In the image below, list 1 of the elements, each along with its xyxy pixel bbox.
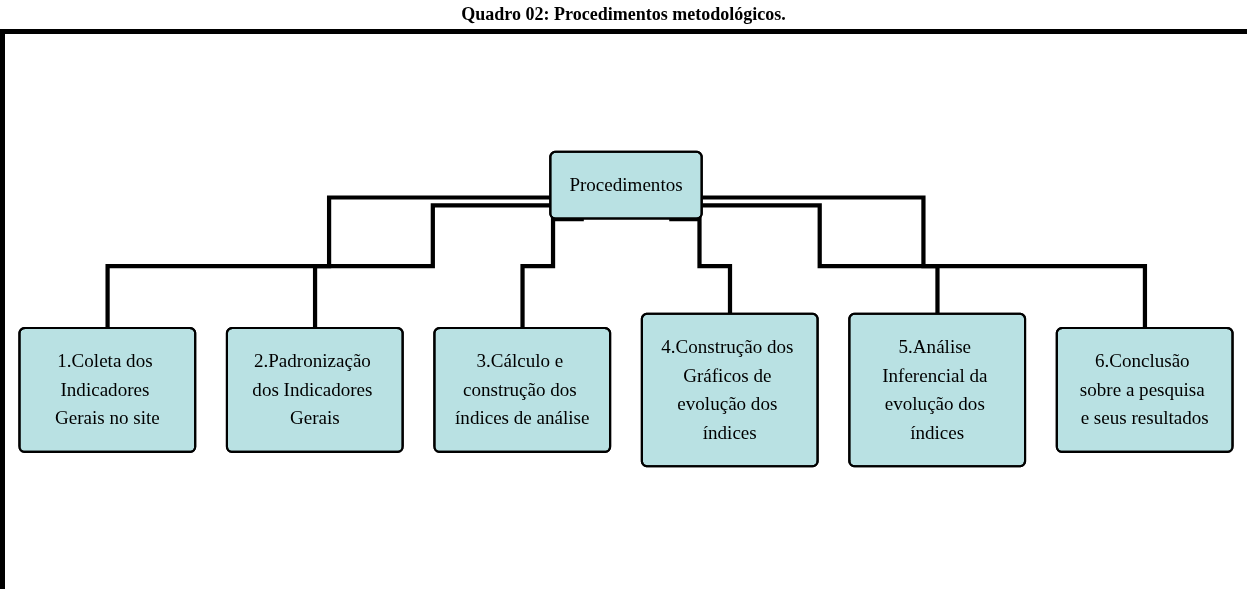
- diagram-title: Quadro 02: Procedimentos metodológicos.: [460, 4, 787, 25]
